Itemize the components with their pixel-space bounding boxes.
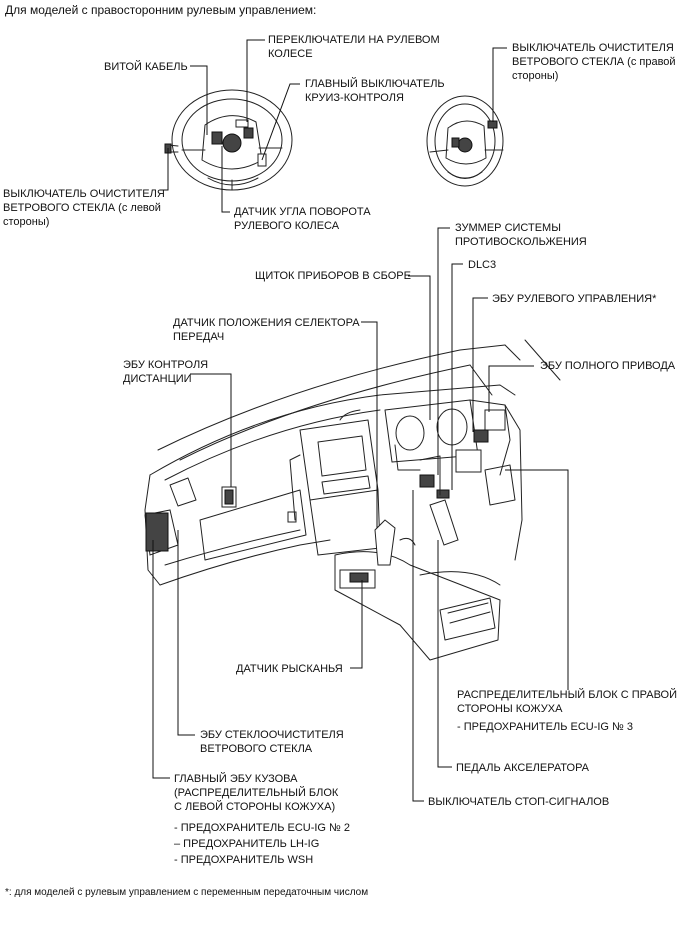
label-wiper-switch-left: ВЫКЛЮЧАТЕЛЬ ОЧИСТИТЕЛЯ ВЕТРОВОГО СТЕКЛА … — [3, 188, 165, 228]
leader-lines — [152, 39, 569, 802]
footnote: *: для моделей с рулевым управлением с п… — [5, 887, 369, 898]
label-cruise-main-switch: ГЛАВНЫЙ ВЫКЛЮЧАТЕЛЬ КРУИЗ-КОНТРОЛЯ — [305, 78, 445, 104]
label-steering-angle-sensor: ДАТЧИК УГЛА ПОВОРОТА РУЛЕВОГО КОЛЕСА — [234, 206, 371, 232]
label-fuse-lh-ig: – ПРЕДОХРАНИТЕЛЬ LH-IG — [174, 838, 320, 850]
label-main-body-ecu: ГЛАВНЫЙ ЭБУ КУЗОВА (РАСПРЕДЕЛИТЕЛЬНЫЙ БЛ… — [174, 773, 339, 813]
label-skid-buzzer: ЗУММЕР СИСТЕМЫ ПРОТИВОСКОЛЬЖЕНИЯ — [455, 222, 587, 248]
label-wiper-ecu: ЭБУ СТЕКЛООЧИСТИТЕЛЯ ВЕТРОВОГО СТЕКЛА — [200, 729, 344, 755]
label-steering-ecu: ЭБУ РУЛЕВОГО УПРАВЛЕНИЯ* — [492, 293, 657, 305]
label-yaw-sensor: ДАТЧИК РЫСКАНЬЯ — [236, 663, 343, 675]
label-wiper-switch-right: ВЫКЛЮЧАТЕЛЬ ОЧИСТИТЕЛЯ ВЕТРОВОГО СТЕКЛА … — [512, 42, 676, 82]
dashboard-drawing — [144, 339, 561, 661]
label-distance-control-ecu: ЭБУ КОНТРОЛЯ ДИСТАНЦИИ — [123, 359, 209, 385]
label-fuse-ecu-ig3: - ПРЕДОХРАНИТЕЛЬ ECU-IG № 3 — [457, 721, 634, 733]
steering-wheel-right — [426, 95, 504, 187]
label-dlc3: DLC3 — [468, 259, 497, 271]
label-steering-switches: ПЕРЕКЛЮЧАТЕЛИ НА РУЛЕВОМ КОЛЕСЕ — [268, 34, 440, 60]
page-title: Для моделей с правосторонним рулевым упр… — [5, 3, 317, 17]
label-stop-light-switch: ВЫКЛЮЧАТЕЛЬ СТОП-СИГНАЛОВ — [428, 796, 610, 808]
label-fuse-wsh: - ПРЕДОХРАНИТЕЛЬ WSH — [174, 854, 314, 866]
label-awd-ecu: ЭБУ ПОЛНОГО ПРИВОДА — [540, 360, 676, 372]
steering-wheel-left — [164, 89, 293, 191]
label-shift-position-sensor: ДАТЧИК ПОЛОЖЕНИЯ СЕЛЕКТОРА ПЕРЕДАЧ — [173, 317, 360, 343]
label-right-junction-block: РАСПРЕДЕЛИТЕЛЬНЫЙ БЛОК С ПРАВОЙ СТОРОНЫ … — [457, 689, 678, 715]
label-combination-meter: ЩИТОК ПРИБОРОВ В СБОРЕ — [255, 270, 411, 282]
label-spiral-cable: ВИТОЙ КАБЕЛЬ — [104, 61, 188, 73]
label-accelerator-pedal: ПЕДАЛЬ АКСЕЛЕРАТОРА — [456, 762, 590, 774]
label-fuse-ecu-ig2: - ПРЕДОХРАНИТЕЛЬ ECU-IG № 2 — [174, 822, 351, 834]
